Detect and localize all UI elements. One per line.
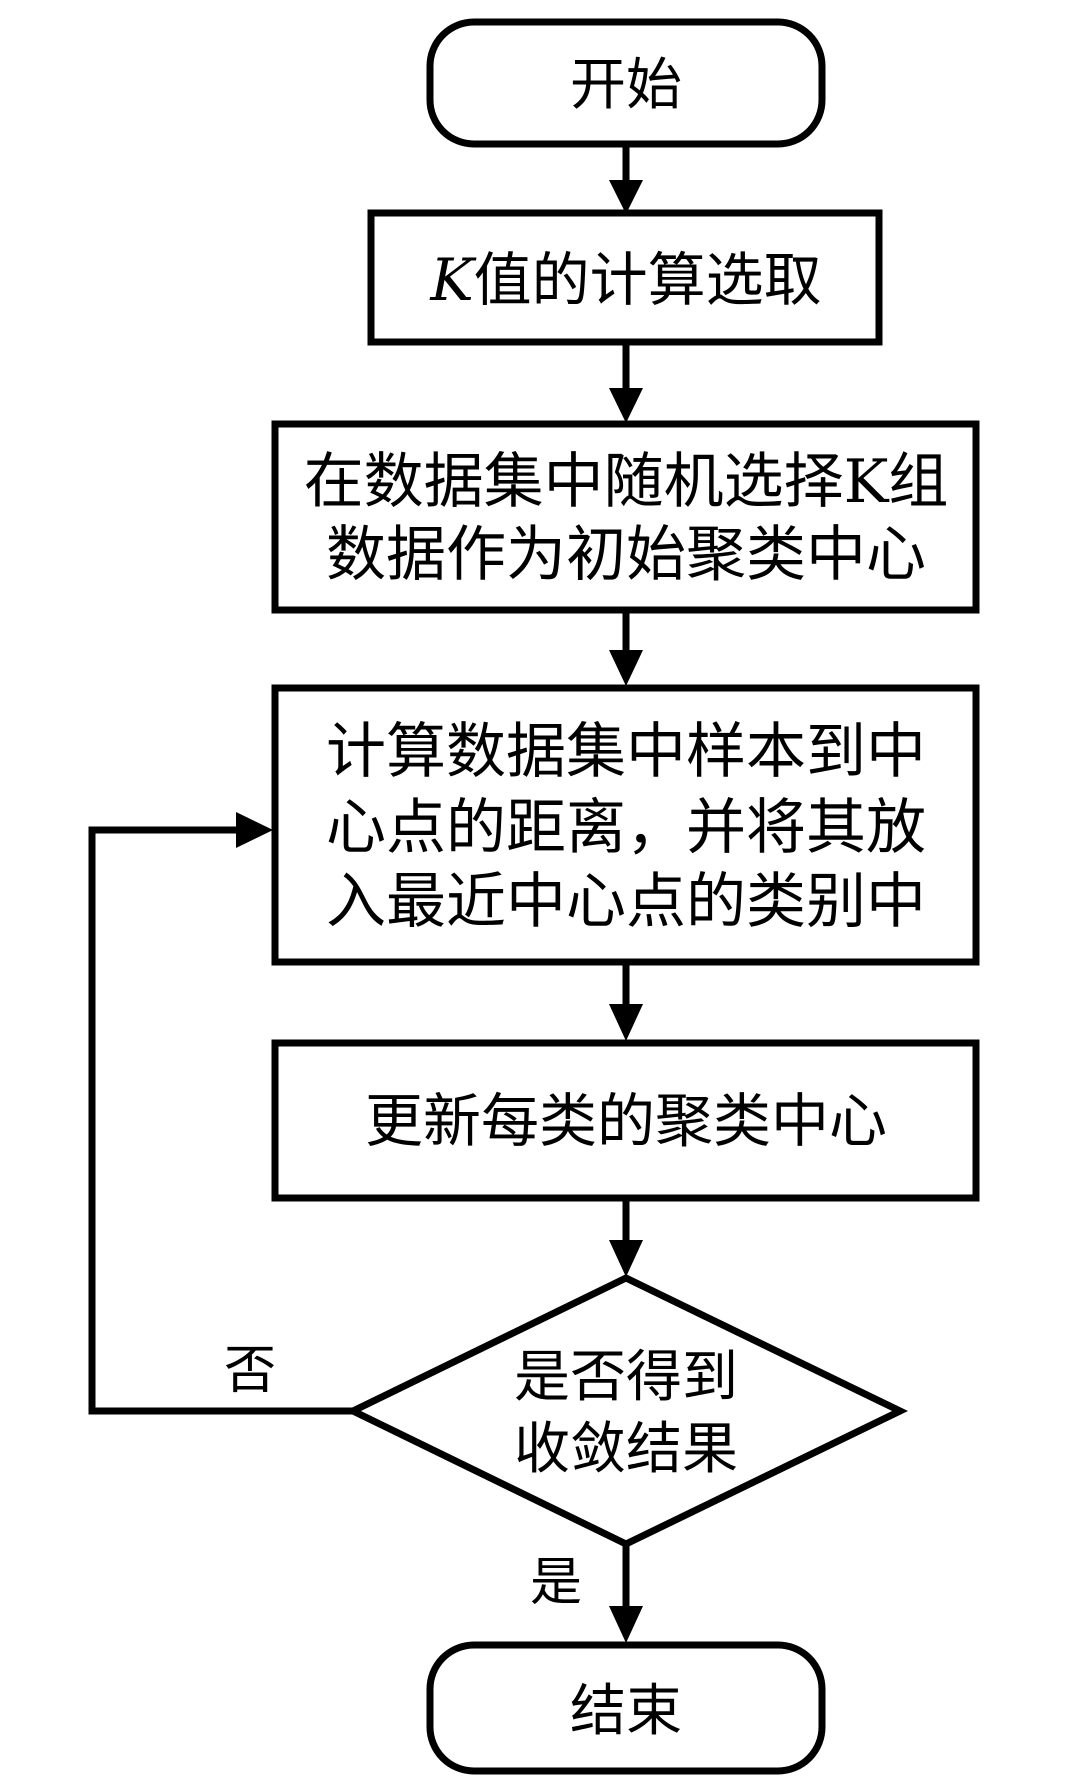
node-update-label: 更新每类的聚类中心 [365,1087,887,1155]
edge-no-loop: 否 [88,812,353,1415]
process-shape [367,209,883,346]
edge-label-no: 否 [224,1341,276,1401]
arrowhead-icon [609,1004,643,1041]
node-converged-line-2: 收敛结果 [514,1417,738,1482]
edge-label-yes: 是 [530,1553,582,1613]
arrowhead-icon [609,388,643,423]
node-converged: 是否得到 收敛结果 [345,1274,909,1548]
k-italic: K [429,246,477,314]
arrowhead-icon [609,1606,643,1643]
edge-k-to-init [609,342,643,423]
edge-line [88,826,353,1415]
node-converged-line-1: 是否得到 [514,1345,738,1410]
process-shape [271,684,980,966]
edge-assign-to-update [609,962,643,1041]
k-rest: 值的计算选取 [474,246,822,314]
node-update: 更新每类的聚类中心 [271,1039,980,1202]
node-start-label: 开始 [570,53,682,118]
edge-yes-to-end: 是 [530,1544,643,1643]
node-init-line-1: 在数据集中随机选择K组 [304,447,949,517]
edge-update-to-decision [609,1198,643,1277]
arrowhead-icon [236,812,273,848]
arrowhead-icon [609,180,643,214]
decision-shape [345,1274,909,1548]
node-assign-line-2: 心点的距离，并将其放 [326,793,926,863]
node-assign-line-1: 计算数据集中样本到中 [326,717,926,787]
node-end: 结束 [426,1641,826,1775]
node-start: 开始 [426,18,826,148]
terminal-shape [426,1641,826,1775]
node-init-line-2: 数据作为初始聚类中心 [326,520,926,590]
node-init-centers: 在数据集中随机选择K组 数据作为初始聚类中心 [271,420,980,614]
edge-init-to-assign [609,610,643,686]
node-assign-line-3: 入最近中心点的类别中 [326,867,926,937]
arrowhead-icon [609,1240,643,1277]
arrowhead-icon [609,650,643,686]
node-assign: 计算数据集中样本到中 心点的距离，并将其放 入最近中心点的类别中 [271,684,980,966]
node-k-select-label: K值的计算选取 [429,246,821,314]
node-k-select: K值的计算选取 [367,209,883,346]
node-end-label: 结束 [570,1679,682,1744]
edge-start-to-k [609,144,643,214]
